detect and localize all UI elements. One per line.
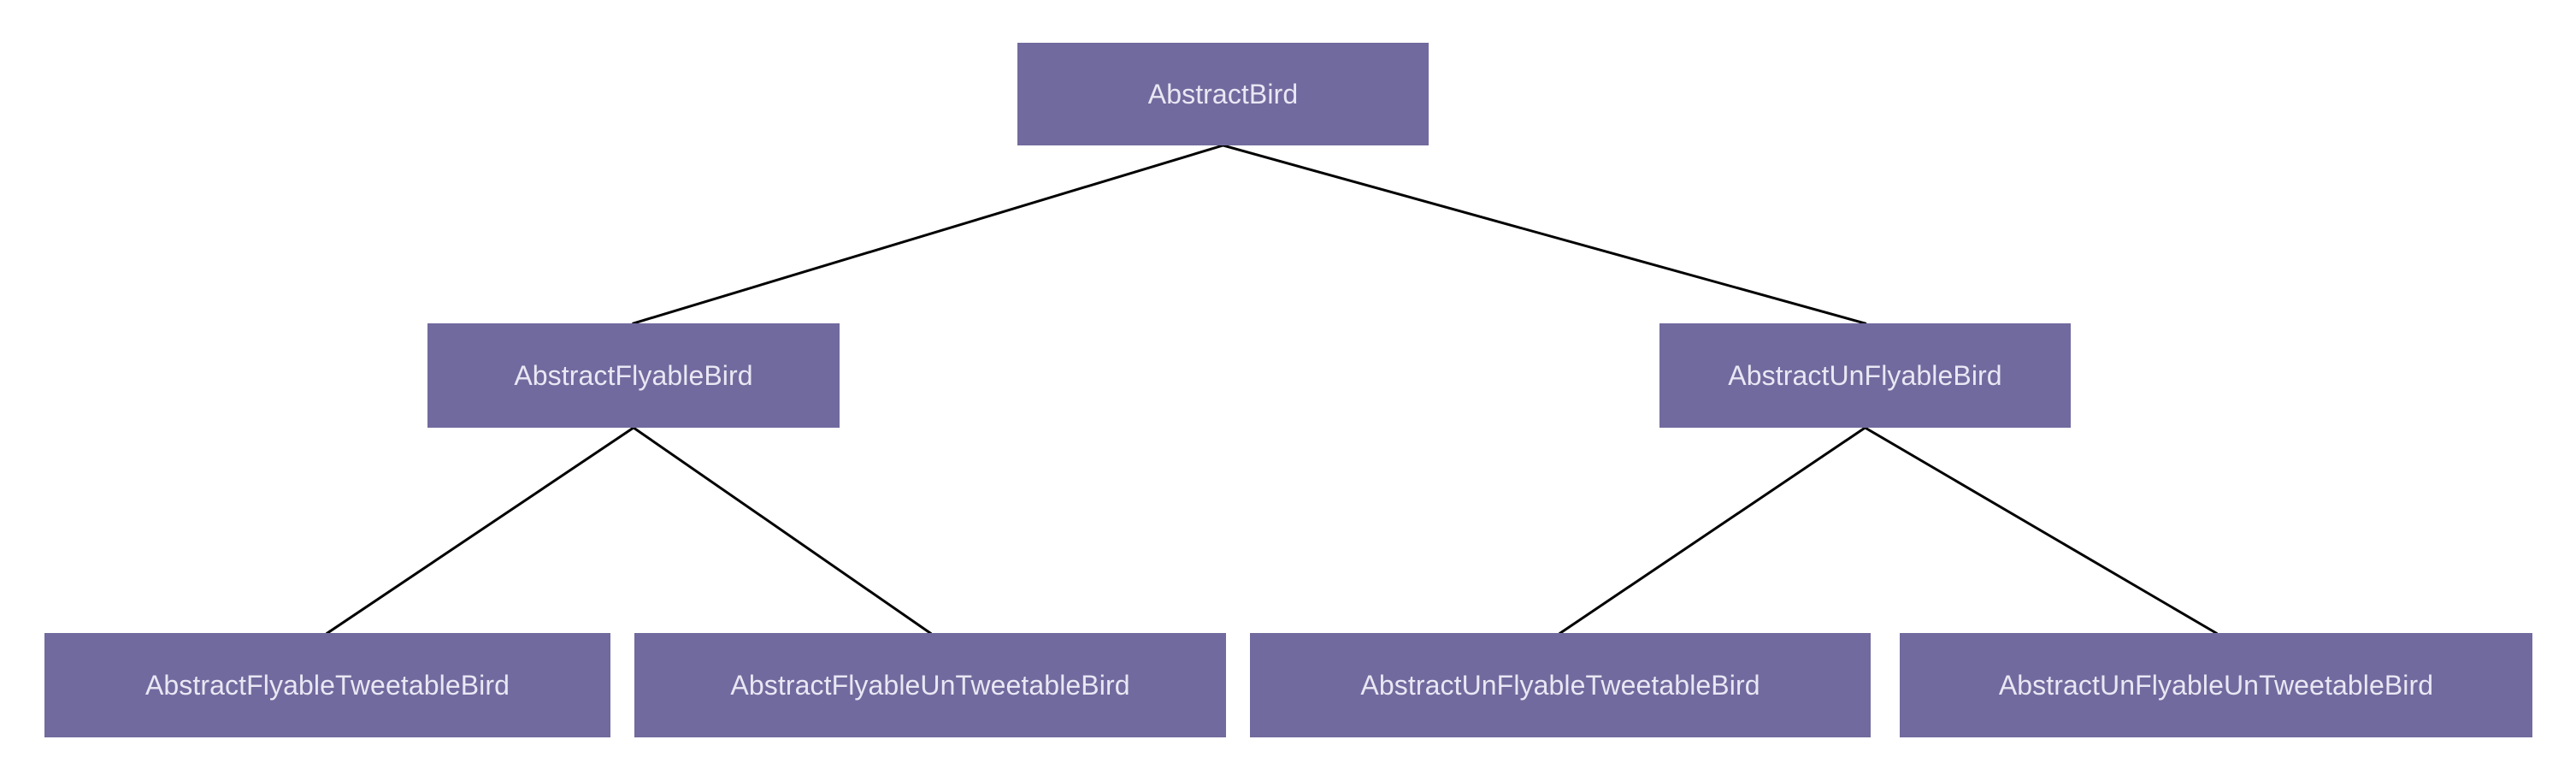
- tree-node-label: AbstractFlyableUnTweetableBird: [730, 670, 1130, 701]
- tree-node-flyable-tweetable[interactable]: AbstractFlyableTweetableBird: [44, 633, 610, 737]
- tree-node-label: AbstractBird: [1147, 79, 1299, 109]
- edge-unflyable-tweetable: [1558, 425, 1867, 636]
- edge-flyable-tweetable: [325, 425, 636, 636]
- edge-root-unflyable: [1221, 144, 1867, 325]
- tree-node-label: AbstractUnFlyableUnTweetableBird: [1998, 670, 2434, 701]
- edge-unflyable-untweetable: [1863, 425, 2219, 636]
- edge-root-flyable: [632, 144, 1225, 325]
- tree-node-unflyable-tweetable[interactable]: AbstractUnFlyableTweetableBird: [1250, 633, 1871, 737]
- tree-node-label: AbstractFlyableBird: [514, 360, 753, 391]
- tree-node-flyable-untweetable[interactable]: AbstractFlyableUnTweetableBird: [634, 633, 1226, 737]
- tree-node-label: AbstractFlyableTweetableBird: [144, 670, 510, 701]
- tree-node-flyable[interactable]: AbstractFlyableBird: [427, 323, 840, 428]
- tree-node-label: AbstractUnFlyableBird: [1728, 360, 2002, 391]
- tree-node-unflyable-untweetable[interactable]: AbstractUnFlyableUnTweetableBird: [1900, 633, 2532, 737]
- tree-node-unflyable[interactable]: AbstractUnFlyableBird: [1659, 323, 2071, 428]
- edge-flyable-untweetable: [631, 425, 933, 636]
- tree-node-label: AbstractUnFlyableTweetableBird: [1360, 670, 1760, 701]
- tree-node-root[interactable]: AbstractBird: [1017, 43, 1429, 145]
